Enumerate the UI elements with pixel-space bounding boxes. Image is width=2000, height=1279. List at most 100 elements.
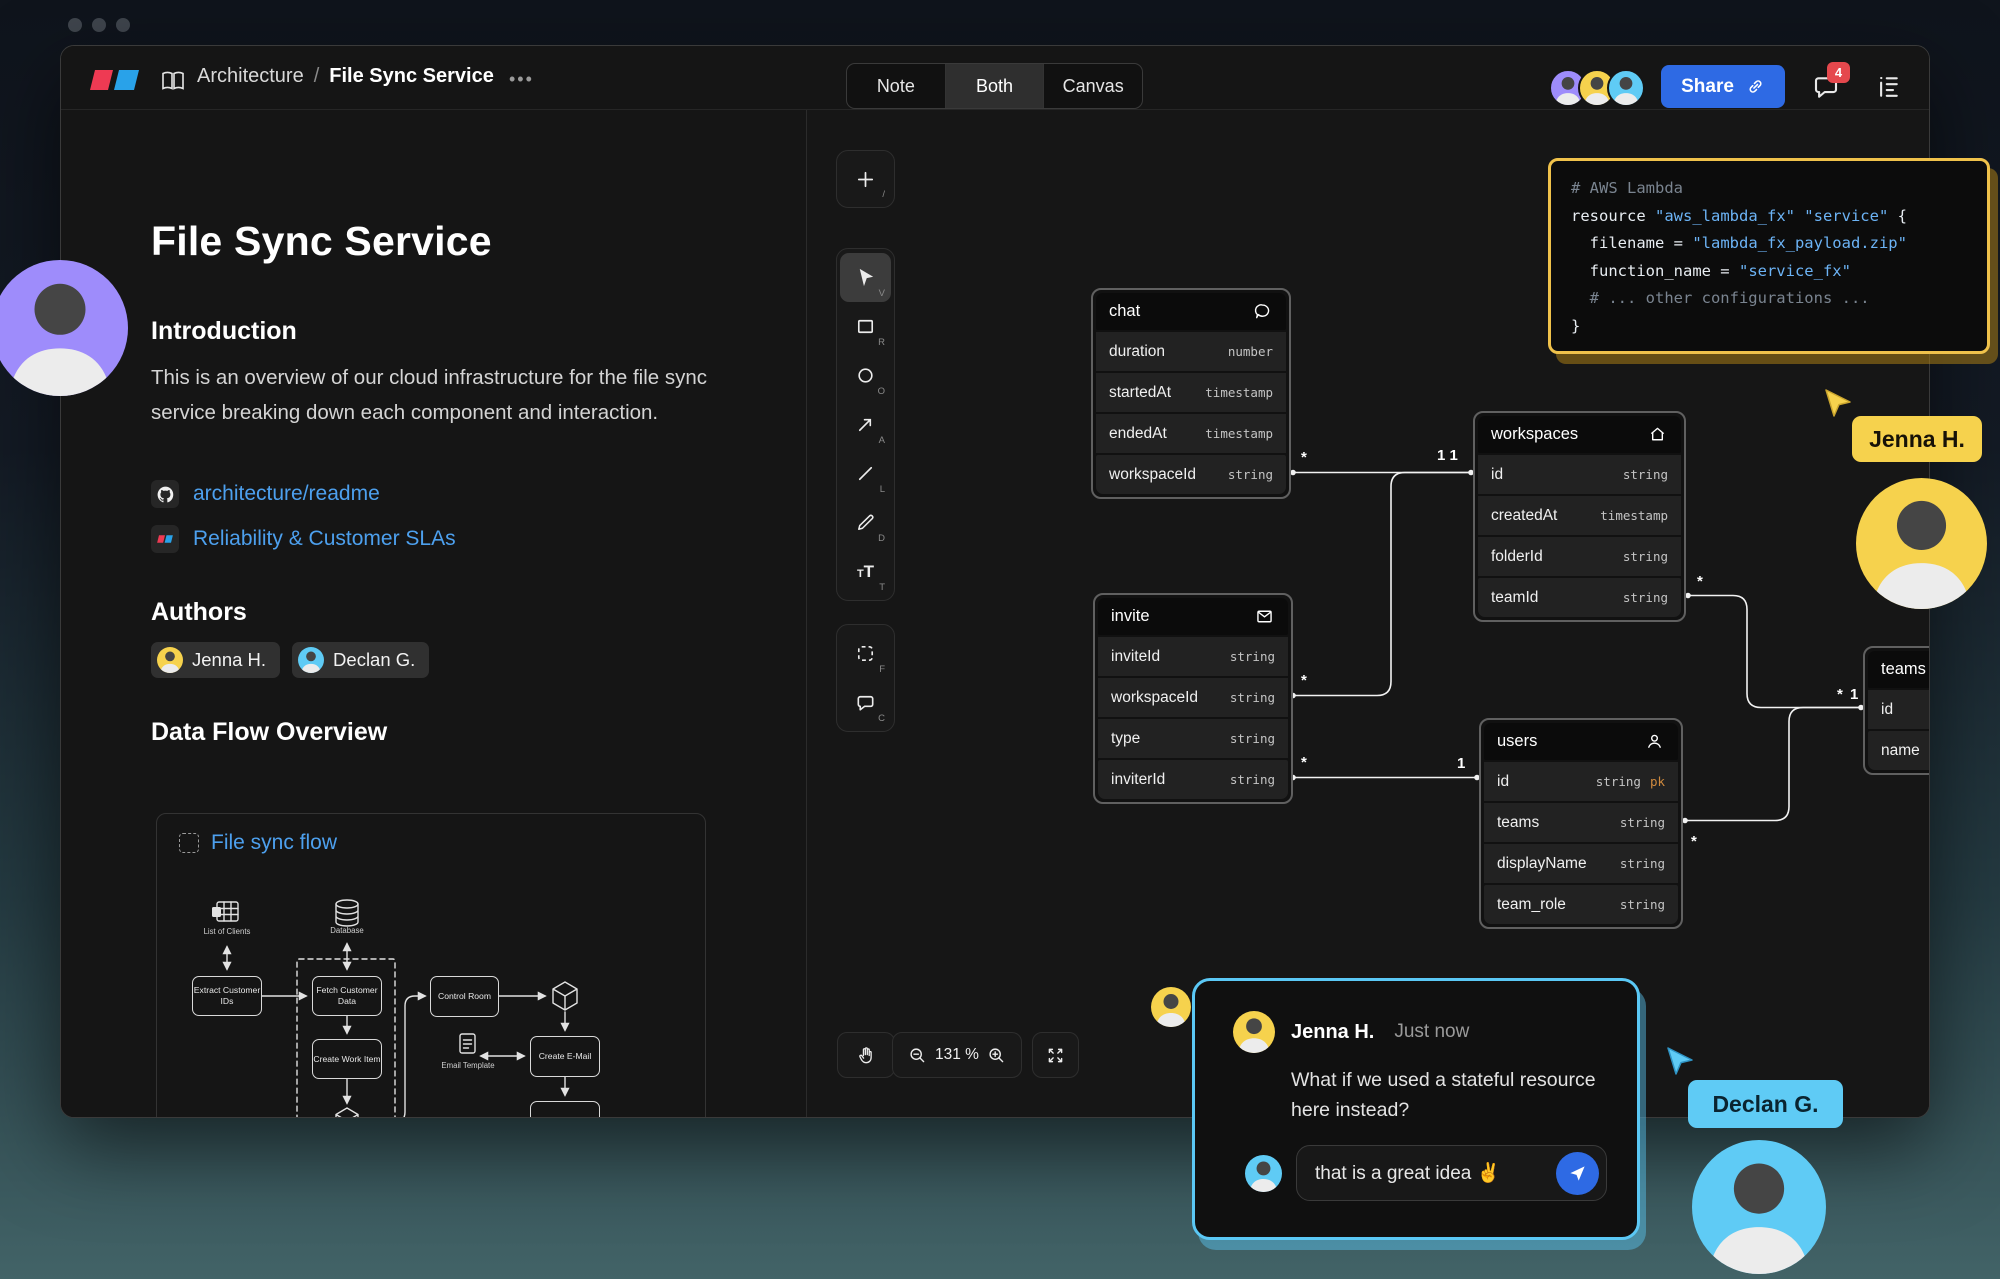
tab-canvas[interactable]: Canvas (1062, 75, 1124, 96)
minimize-window-icon[interactable] (92, 18, 106, 32)
cardinality-label: * (1837, 686, 1843, 703)
field-name: folderId (1491, 547, 1543, 565)
cardinality-label: * (1301, 672, 1307, 689)
shortcut-label: O (877, 386, 885, 397)
comment-thread: Jenna H. Just now What if we used a stat… (1192, 978, 1640, 1240)
embedded-frame-card: File sync flow (156, 813, 706, 1117)
presence-avatar-jenna-large (1856, 478, 1987, 609)
cursor-label-declan: Declan G. (1688, 1080, 1843, 1128)
draw-tool[interactable]: D (840, 498, 891, 547)
intro-heading: Introduction (151, 317, 297, 345)
fit-view-button[interactable] (1032, 1032, 1079, 1078)
field-name: workspaceId (1109, 465, 1197, 483)
insert-menu-button[interactable]: / (836, 150, 895, 208)
comment-tool[interactable]: C (840, 678, 891, 727)
shortcut-label: R (878, 337, 885, 348)
rectangle-tool[interactable]: R (840, 302, 891, 351)
share-button[interactable]: Share (1661, 65, 1785, 108)
text-tool[interactable]: TT T (840, 547, 891, 596)
table-name: teams (1881, 660, 1926, 678)
avatar (298, 647, 325, 673)
maximize-window-icon[interactable] (116, 18, 130, 32)
cardinality-label: 1 (1850, 686, 1858, 703)
code-string: "lambda_fx_payload.zip" (1692, 234, 1907, 252)
frame-link-label: File sync flow (211, 831, 338, 854)
reply-input[interactable] (1297, 1162, 1606, 1184)
field-name: inviterId (1111, 770, 1166, 788)
tab-note[interactable]: Note (847, 64, 946, 108)
cardinality-label: 1 (1457, 755, 1465, 772)
er-table-teams[interactable]: teams id name (1863, 646, 1929, 775)
field-type: string (1229, 690, 1275, 705)
zoom-level[interactable]: 131 % (935, 1046, 979, 1063)
code-block-aws-lambda[interactable]: # AWS Lambda resource "aws_lambda_fx" "s… (1548, 158, 1990, 354)
avatar[interactable] (1607, 69, 1645, 107)
comments-button[interactable]: 4 (1811, 62, 1850, 104)
arrow-tool[interactable]: A (840, 400, 891, 449)
field-name: type (1111, 729, 1141, 747)
home-icon (1650, 427, 1665, 441)
pencil-icon (858, 514, 874, 530)
author-chip-declan[interactable]: Declan G. (292, 642, 430, 678)
table-name: chat (1109, 302, 1141, 320)
zoom-in-icon[interactable] (986, 1045, 1007, 1066)
cardinality-label: * (1697, 573, 1703, 590)
flow-node[interactable]: Control Room (430, 976, 499, 1017)
outline-panel-button[interactable] (1873, 72, 1905, 104)
author-name: Declan G. (333, 649, 416, 670)
cursor-declan-icon (1667, 1047, 1693, 1075)
flow-node[interactable]: Send Email (530, 1101, 600, 1117)
field-name: startedAt (1109, 383, 1172, 401)
field-type: string (1229, 731, 1275, 746)
link-reliability-slas[interactable]: Reliability & Customer SLAs (151, 525, 456, 553)
envelope-icon (1257, 610, 1272, 623)
flow-node[interactable]: Extract Customer IDs (192, 976, 262, 1016)
flow-node-label: Database (330, 926, 364, 935)
link-icon (1749, 80, 1762, 93)
line-icon (858, 466, 873, 481)
ellipse-tool[interactable]: O (840, 351, 891, 400)
field-type: timestamp (1205, 385, 1273, 400)
breadcrumb-workspace[interactable]: Architecture (197, 65, 304, 87)
tab-both[interactable]: Both (945, 64, 1045, 108)
flow-node[interactable]: Fetch Customer Data (312, 976, 382, 1016)
shortcut-label: D (878, 533, 885, 544)
code-comment: # ... other configurations ... (1571, 289, 1870, 307)
field-type: string (1622, 590, 1668, 605)
panel-divider[interactable] (806, 110, 807, 1117)
send-reply-button[interactable] (1556, 1152, 1599, 1195)
line-tool[interactable]: L (840, 449, 891, 498)
doc-menu-button[interactable]: ••• (509, 69, 534, 89)
select-tool[interactable]: V (840, 253, 891, 302)
link-architecture-readme[interactable]: architecture/readme (151, 480, 380, 508)
zoom-out-icon[interactable] (907, 1045, 928, 1066)
text-tool-icon: TT (856, 561, 875, 581)
presence-avatar-jenna (1151, 987, 1191, 1027)
avatar[interactable] (1578, 69, 1616, 107)
flow-node-label: Email Template (441, 1061, 495, 1070)
share-label: Share (1681, 75, 1734, 97)
field-name: teamId (1491, 588, 1539, 606)
comment-message: What if we used a stateful resource here… (1291, 1069, 1596, 1121)
shortcut-label: A (878, 435, 885, 446)
field-type: string (1622, 549, 1668, 564)
frame-link-file-sync-flow[interactable]: File sync flow (157, 814, 705, 855)
plus-icon: / (840, 155, 891, 203)
close-window-icon[interactable] (68, 18, 82, 32)
rectangle-icon (857, 319, 874, 334)
flow-node[interactable]: Create E-Mail (530, 1036, 600, 1077)
eraser-logo[interactable] (89, 68, 147, 92)
field-type: string (1622, 467, 1668, 482)
frame-tool[interactable]: F (840, 629, 891, 678)
author-chip-jenna[interactable]: Jenna H. (151, 642, 281, 678)
flow-node[interactable]: Create Work Item (312, 1039, 382, 1079)
er-connectors: * 1 1 * * 1 * * * 1 (1290, 447, 1864, 850)
field-type: number (1227, 344, 1273, 359)
zoom-controls: 131 % (892, 1032, 1022, 1078)
pan-tool-button[interactable] (837, 1032, 895, 1078)
avatar (157, 647, 183, 673)
